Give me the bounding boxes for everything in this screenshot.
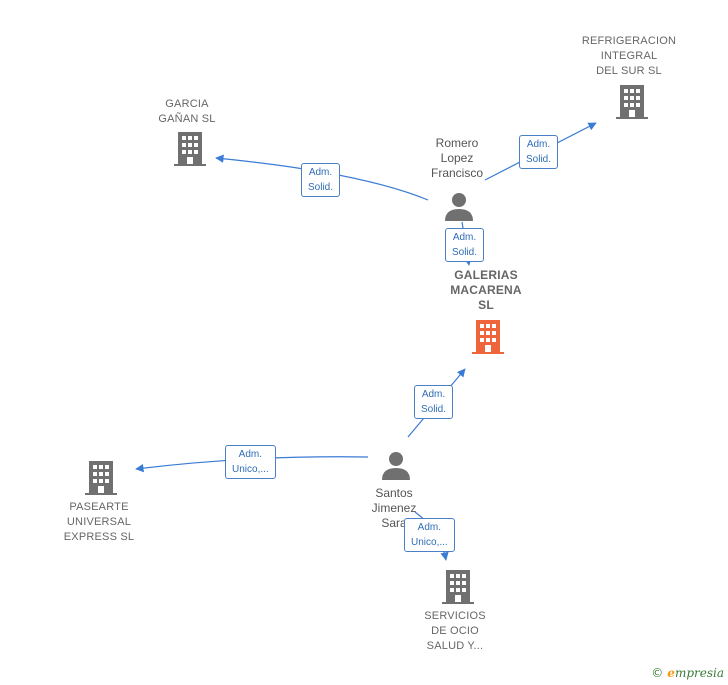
building-icon[interactable] [472,320,504,354]
company-label-galerias[interactable]: GALERIAS MACARENA SL [450,268,522,312]
edge-label-romero-galerias[interactable]: Adm. Solid. [445,228,485,262]
company-label-servicios[interactable]: SERVICIOS DE OCIO SALUD Y... [424,610,486,652]
person-icon[interactable] [444,191,474,221]
person-label-santos[interactable]: Santos Jimenez Sara [371,486,417,530]
company-label-garcia[interactable]: GARCIA GAÑAN SL [158,98,216,125]
building-icon[interactable] [85,461,117,495]
person-label-romero[interactable]: Romero Lopez Francisco [430,136,484,180]
building-icon[interactable] [174,132,206,166]
brand-footer[interactable]: ©empresia [651,666,724,680]
edge-label-santos-galerias[interactable]: Adm. Solid. [414,385,454,419]
brand-name: mpresia [674,666,724,680]
edge-label-romero-refrigeracion[interactable]: Adm. Solid. [519,135,559,169]
edge-label-santos-pasearte[interactable]: Adm. Unico,... [225,445,276,479]
company-label-refrigeracion[interactable]: REFRIGERACION INTEGRAL DEL SUR SL [581,35,677,77]
edge-label-santos-servicios[interactable]: Adm. Unico,... [404,518,455,552]
company-label-pasearte[interactable]: PASEARTE UNIVERSAL EXPRESS SL [63,501,135,543]
edge-romero-garcia [215,154,429,201]
person-icon[interactable] [381,450,411,480]
copyright-symbol: © [651,666,664,680]
edge-label-romero-garcia[interactable]: Adm. Solid. [301,163,341,197]
brand-initial: e [667,666,675,680]
building-icon[interactable] [616,85,648,119]
building-icon[interactable] [442,570,474,604]
